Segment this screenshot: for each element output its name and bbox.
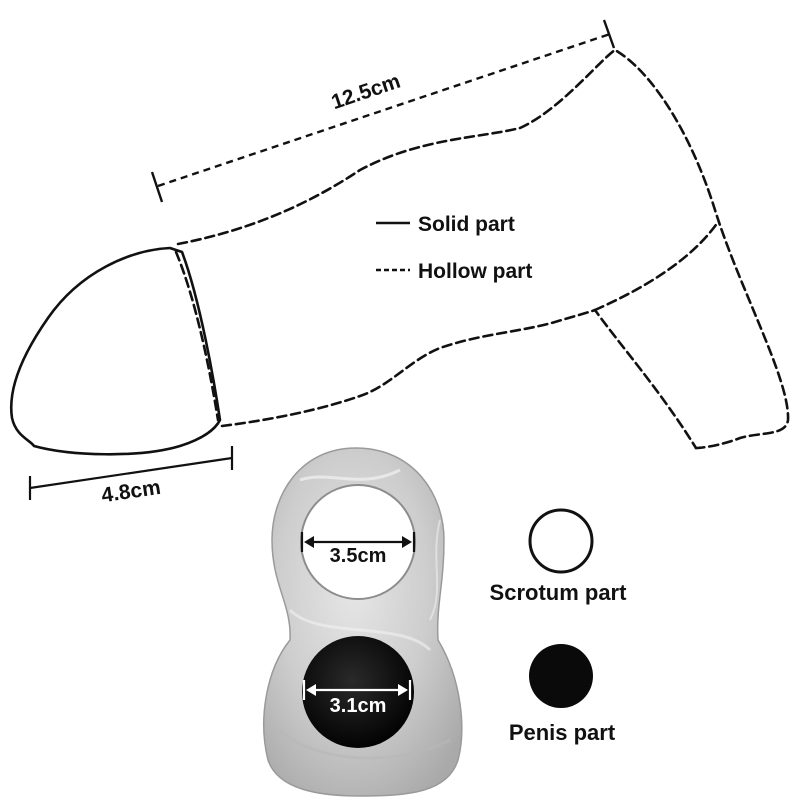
lower-hole-label: 3.1cm bbox=[330, 695, 387, 717]
penis-hole bbox=[302, 636, 414, 748]
lower-hole-dimension bbox=[302, 680, 412, 700]
tip-width-dimension bbox=[28, 446, 234, 500]
solid-tip-outline bbox=[10, 246, 222, 456]
penis-key-label: Penis part bbox=[509, 720, 616, 745]
upper-hole-label: 3.5cm bbox=[330, 545, 387, 567]
penis-key-swatch bbox=[529, 644, 593, 708]
legend-solid-label: Solid part bbox=[418, 213, 515, 236]
tip-width-label: 4.8cm bbox=[100, 476, 162, 507]
ring-illustration bbox=[263, 447, 463, 797]
scrotum-key-swatch bbox=[528, 508, 594, 574]
scrotum-key-label: Scrotum part bbox=[490, 580, 628, 605]
length-dimension bbox=[150, 19, 616, 203]
upper-hole-dimension bbox=[300, 532, 416, 552]
legend: Solid part Hollow part bbox=[376, 213, 532, 283]
legend-hollow-label: Hollow part bbox=[418, 260, 532, 283]
hole-key: Scrotum part Penis part bbox=[490, 508, 628, 745]
hollow-body-outline bbox=[174, 48, 790, 450]
